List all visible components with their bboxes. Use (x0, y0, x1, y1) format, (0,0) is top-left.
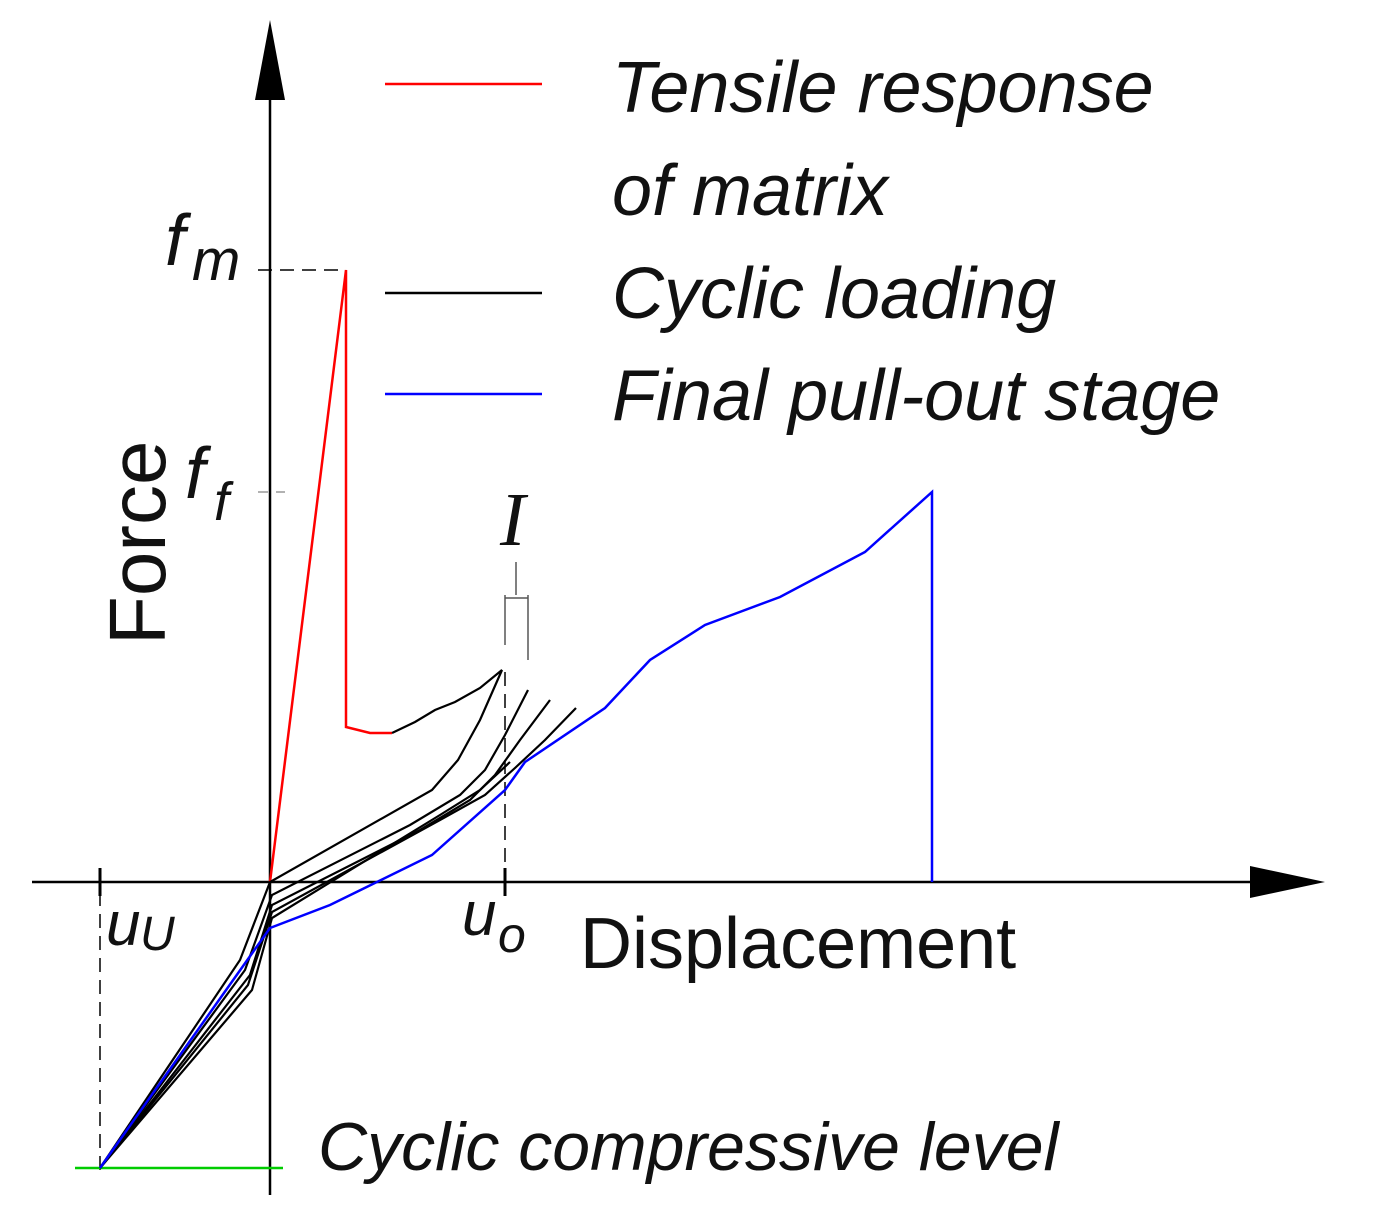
cyclic-loading-curves (99, 669, 577, 1169)
interval-label: I (499, 478, 529, 562)
uo-label-main: u (462, 880, 496, 949)
ff-label-main: f (185, 434, 212, 514)
uo-label-sub: o (498, 907, 526, 963)
legend-cyclic-label: Cyclic loading (612, 254, 1056, 334)
fm-label-main: f (165, 201, 192, 281)
final-pullout-curve (98, 489, 934, 1169)
cyclic-curve-1 (99, 669, 504, 1169)
legend-pullout-label: Final pull-out stage (612, 356, 1220, 436)
legend-tensile-line1: Tensile response (612, 48, 1154, 128)
cyclic-curve-4 (99, 707, 577, 1169)
uu-label-main: u (106, 890, 140, 959)
axes (32, 20, 1325, 1195)
legend-tensile-line2: of matrix (612, 151, 891, 231)
uu-label-sub: U (140, 908, 175, 961)
y-axis-label: Force (93, 441, 182, 646)
x-axis-label: Displacement (580, 904, 1016, 984)
cyclic-curve-5 (99, 761, 511, 1169)
x-axis-arrow (1250, 866, 1325, 898)
guide-lines (98, 269, 529, 1170)
legend: Tensile response of matrix Cyclic loadin… (385, 48, 1220, 436)
ff-label-sub: f (214, 472, 234, 532)
compressive-level-label: Cyclic compressive level (318, 1109, 1061, 1185)
y-axis-arrow (255, 20, 285, 100)
fm-label-sub: m (192, 228, 240, 293)
cyclic-curve-3 (99, 699, 551, 1169)
tensile-response-curve (268, 269, 392, 883)
